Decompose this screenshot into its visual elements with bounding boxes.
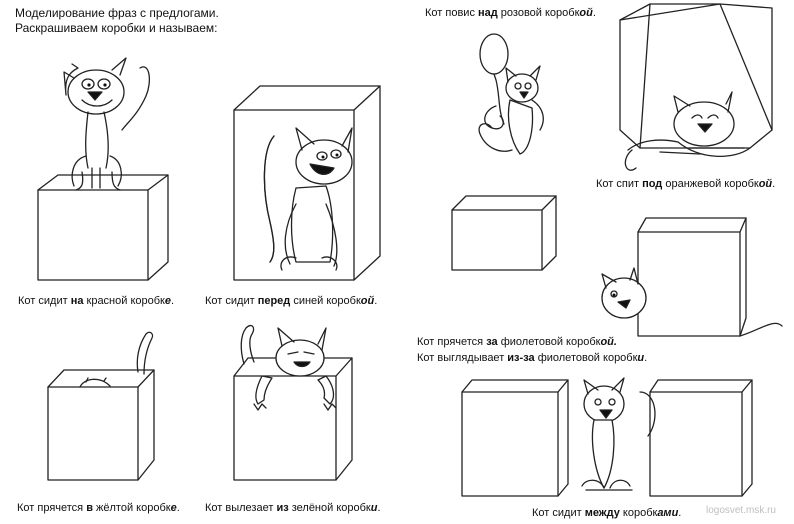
box-front-illustration [233,85,381,281]
cat-front-of-box-icon [263,127,353,271]
cat-above-box-icon [478,65,544,155]
box-behind-illustration [637,217,747,337]
caption-in: Кот прячется в жёлтой коробке. [17,502,180,514]
box-out-illustration [233,357,353,481]
box-above-illustration [451,195,557,271]
cat-behind-box-icon [601,267,783,337]
cat-in-box-icon [79,331,154,388]
worksheet-header: Моделирование фраз с предлогами. Раскраш… [15,6,219,36]
box-under-illustration [619,3,773,149]
cat-out-of-box-icon [240,324,337,411]
cat-on-box-icon [63,57,151,191]
caption-above: Кот повис над розовой коробкой. [425,7,596,19]
header-title: Моделирование фраз с предлогами. [15,6,219,20]
box-in-illustration [47,369,155,481]
caption-on: Кот сидит на красной коробке. [18,295,175,307]
caption-between: Кот сидит между коробками. [532,507,682,519]
box-on-illustration [37,174,169,281]
caption-behind: Кот прячется за фиолетовой коробкой. [417,336,617,348]
header-instruction: Раскрашиваем коробки и называем: [15,21,218,35]
caption-out: Кот вылезает из зелёной коробки. [205,502,381,514]
box-between-right-illustration [649,379,753,497]
caption-front: Кот сидит перед синей коробкой. [205,295,378,307]
cat-under-box-icon [624,91,751,171]
cat-between-boxes-icon [581,377,656,491]
caption-under: Кот спит под оранжевой коробкой. [596,178,776,190]
balloon-icon [479,33,509,125]
watermark: logosvet.msk.ru [705,505,776,516]
caption-from-behind: Кот выглядывает из-за фиолетовой коробки… [417,352,648,364]
box-between-left-illustration [461,379,569,497]
